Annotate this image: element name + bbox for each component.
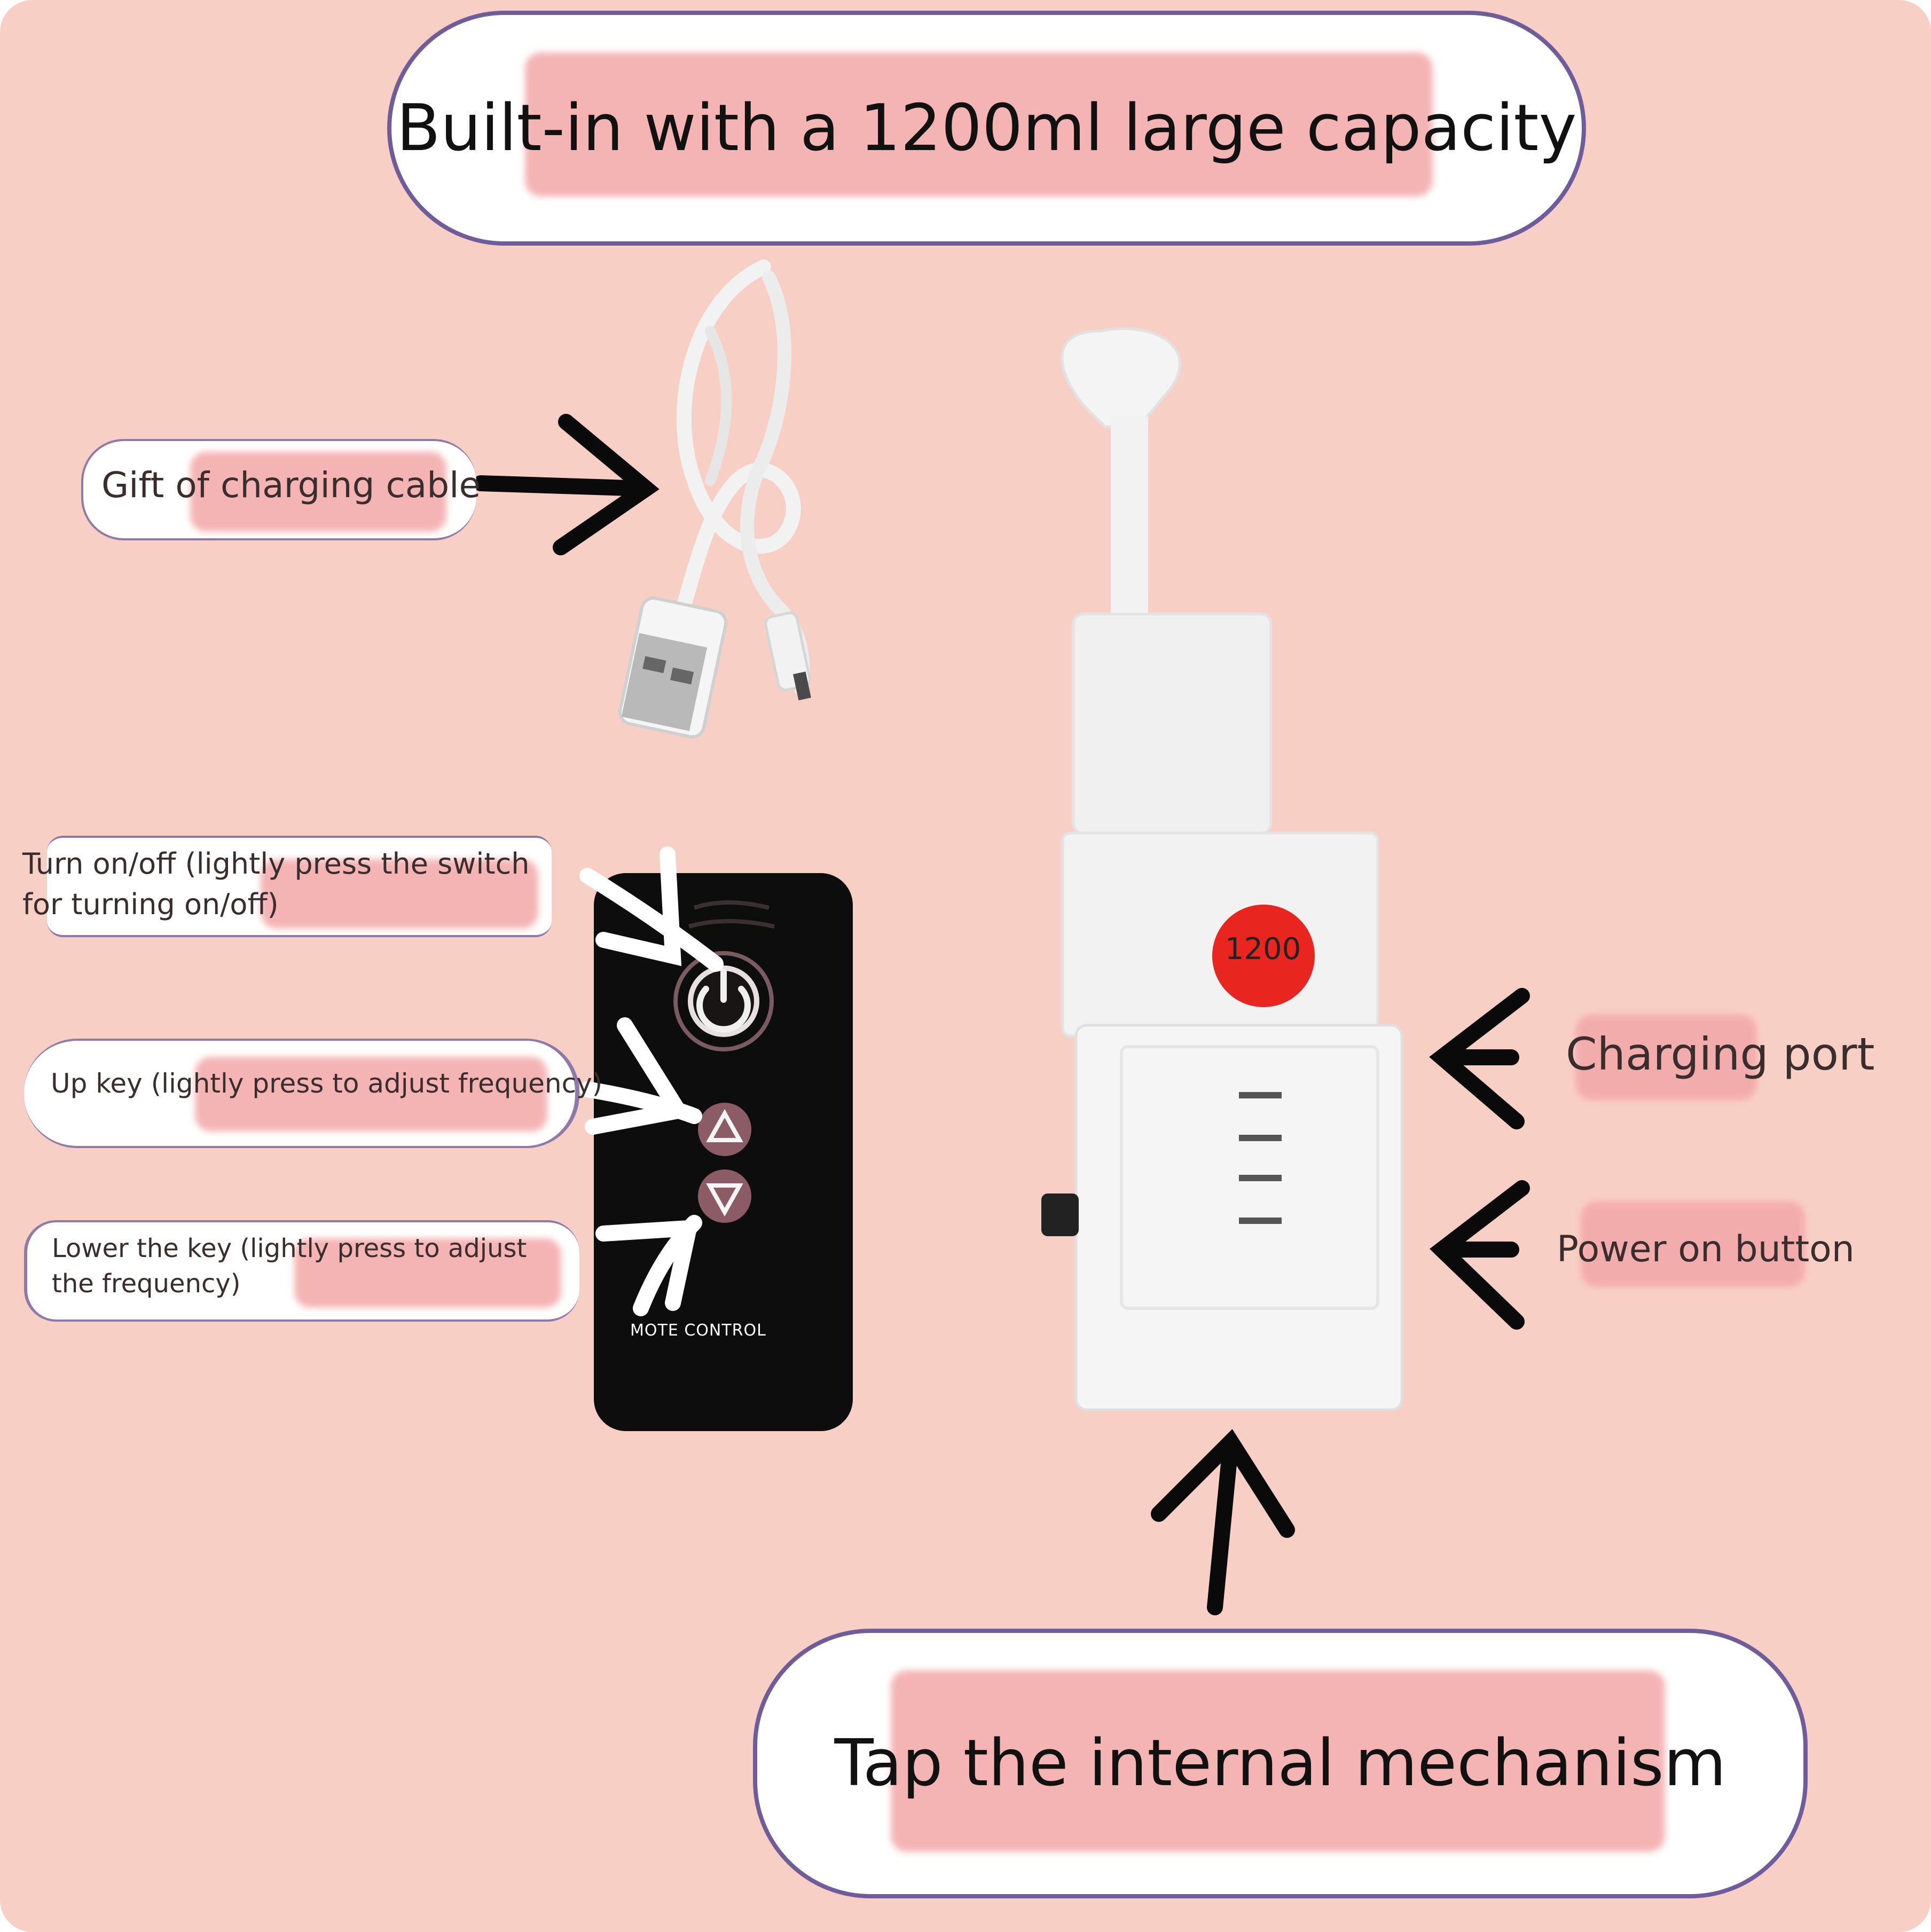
up-key-label: Up key (lightly press to adjust frequenc…	[51, 1068, 603, 1099]
footer-pill: Tap the internal mechanism	[753, 1629, 1808, 1898]
title-pill: Built-in with a 1200ml large capacity	[387, 11, 1586, 246]
arrow-icon	[473, 414, 660, 555]
remote-caption: MOTE CONTROL	[630, 1321, 766, 1340]
page-title: Built-in with a 1200ml large capacity	[396, 91, 1577, 166]
device-image	[1041, 327, 1403, 1411]
power-on-button-label: Power on button	[1557, 1228, 1855, 1270]
capacity-badge: 1200	[1224, 932, 1301, 967]
up-key-tag	[24, 1039, 579, 1148]
charging-port-smear	[1575, 1015, 1757, 1100]
pointer-arrows	[579, 846, 724, 1316]
turn-on-off-label: Turn on/off (lightly press the switch fo…	[22, 847, 530, 921]
footer-title: Tap the internal mechanism	[834, 1726, 1726, 1801]
power-button-smear	[1581, 1201, 1805, 1287]
remote-control-image	[594, 873, 853, 1431]
lower-key-label: Lower the key (lightly press to adjust t…	[52, 1234, 527, 1299]
charging-cable-image	[618, 260, 811, 739]
charging-cable-tag	[81, 439, 476, 540]
turn-on-off-tag	[47, 836, 552, 937]
lower-key-tag	[24, 1220, 579, 1322]
arrow-icon	[1151, 988, 1530, 1615]
charging-cable-label: Gift of charging cable	[101, 465, 481, 506]
charging-port-label: Charging port	[1566, 1028, 1875, 1080]
